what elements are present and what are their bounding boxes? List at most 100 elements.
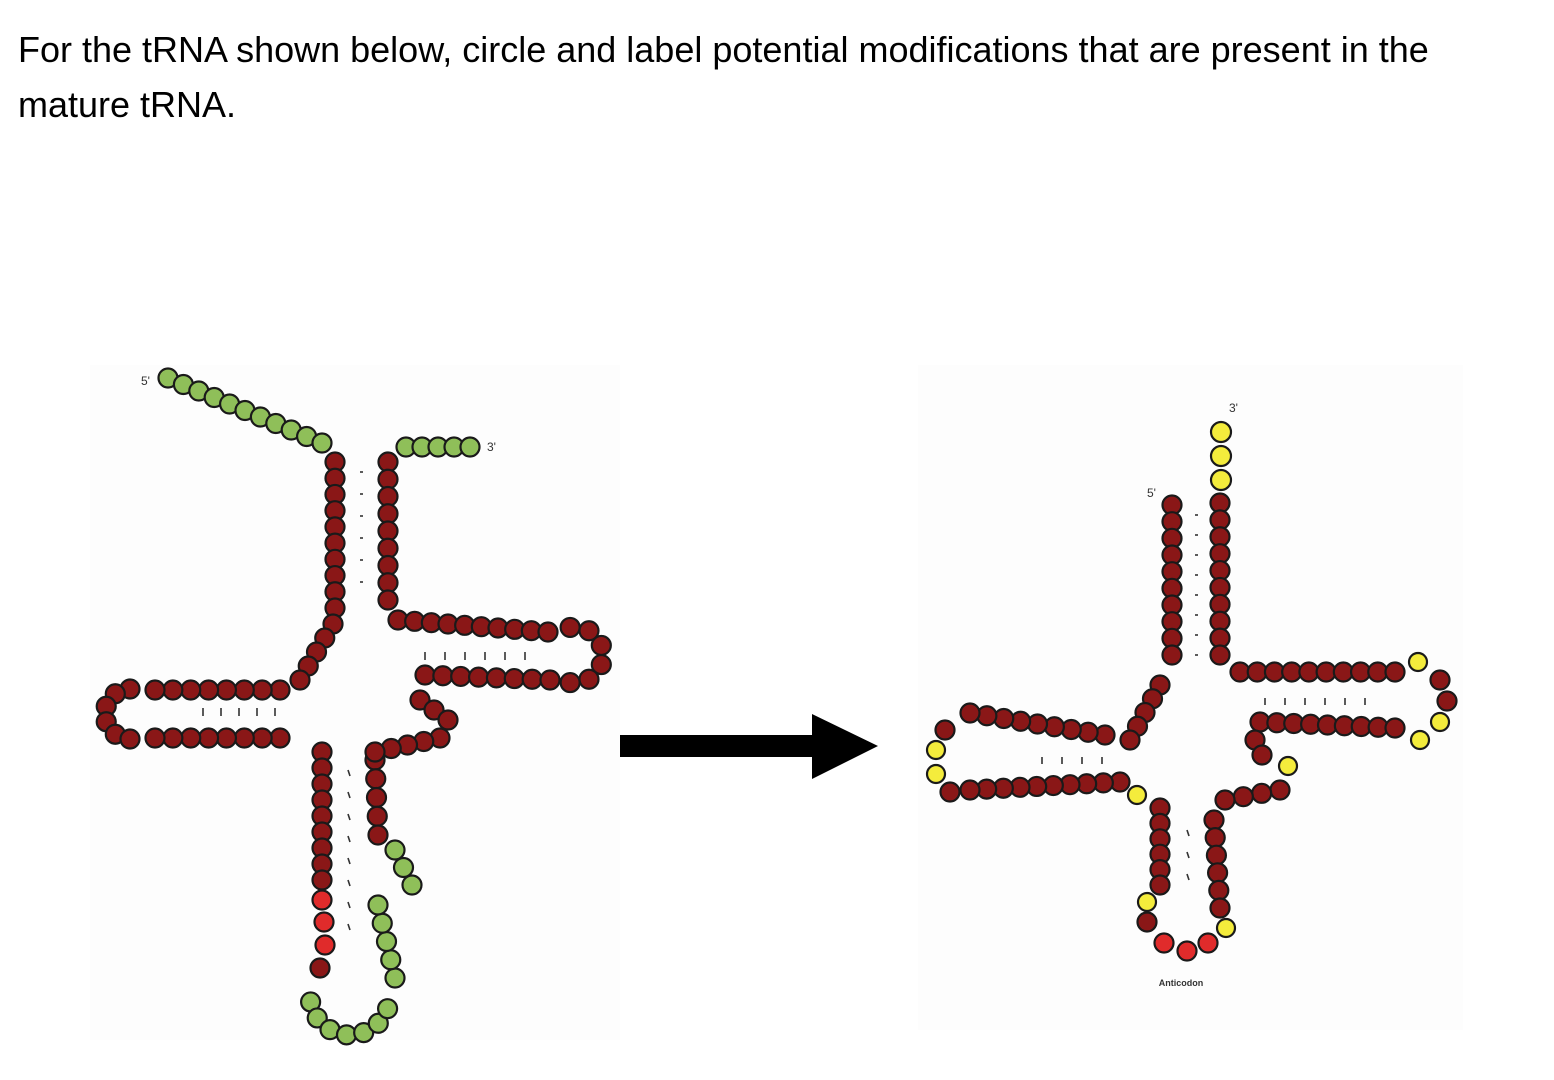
cca-nucleotide <box>1209 420 1233 444</box>
intron-nucleotide <box>335 1024 358 1046</box>
anticodon-stem-nucleotide <box>1209 897 1231 919</box>
base-pair-bond <box>1186 873 1190 881</box>
anticodon-stem-nucleotide <box>367 824 389 846</box>
acceptor-stem-nucleotide <box>1161 644 1183 666</box>
precursor-trna-panel <box>90 365 620 1040</box>
t-arm-nucleotide <box>537 621 559 643</box>
anticodon-nucleotide <box>1153 932 1175 954</box>
mature-trna-panel <box>918 365 1463 1030</box>
t-arm-nucleotide <box>467 666 490 688</box>
t-arm-nucleotide <box>1384 717 1406 739</box>
d-arm-nucleotide <box>215 679 238 701</box>
intron-nucleotide <box>384 839 406 861</box>
anticodon-stem-nucleotide <box>1205 844 1228 866</box>
acceptor-stem-nucleotide <box>1209 644 1231 666</box>
anticodon-nucleotide <box>313 911 335 933</box>
t-arm-nucleotide <box>450 665 472 688</box>
d-arm-nucleotide <box>197 679 220 701</box>
base-pair-bond <box>347 879 351 887</box>
variable-loop-nucleotide <box>1214 789 1236 811</box>
t-arm-nucleotide <box>503 667 525 690</box>
d-arm-nucleotide <box>162 727 184 749</box>
t-arm-nucleotide <box>432 665 454 687</box>
trailer-nucleotide <box>459 436 481 458</box>
t-loop-nucleotide <box>578 668 600 690</box>
intron-nucleotide <box>384 967 406 989</box>
t-loop-nucleotide <box>559 616 581 639</box>
t-loop-nucleotide <box>559 671 581 694</box>
intron-nucleotide <box>401 874 423 896</box>
precursor-trna <box>95 367 612 1046</box>
anticodon-stem-nucleotide <box>309 957 331 979</box>
t-arm-nucleotide <box>1384 661 1406 683</box>
leader-nucleotide <box>311 432 333 454</box>
t-arm-nucleotide <box>485 667 508 689</box>
anticodon-stem-nucleotide <box>1204 826 1226 849</box>
acceptor-stem-nucleotide <box>377 451 399 473</box>
t-loop-nucleotide <box>1436 690 1458 712</box>
intron-nucleotide <box>353 1021 375 1044</box>
anticodon-label: Anticodon <box>1159 978 1204 988</box>
anticodon-stem-nucleotide <box>1208 879 1230 902</box>
t-arm-nucleotide <box>521 668 543 690</box>
d-arm-nucleotide <box>233 727 255 749</box>
modified-nucleotide <box>1126 784 1148 806</box>
intron-nucleotide <box>371 912 393 934</box>
d-loop-nucleotide <box>934 719 956 741</box>
t-loop-nucleotide <box>578 620 600 642</box>
modified-nucleotide <box>1409 729 1431 751</box>
linker-nucleotide <box>1119 729 1141 751</box>
intron-nucleotide <box>376 998 399 1020</box>
anticodon-nucleotide <box>314 934 336 956</box>
intron-nucleotide <box>380 949 402 971</box>
intron-nucleotide <box>306 1007 328 1029</box>
variable-loop-nucleotide <box>364 741 386 763</box>
variable-loop-nucleotide <box>423 699 445 721</box>
base-pair-bond <box>347 901 351 909</box>
t-arm-nucleotide <box>539 669 561 691</box>
d-arm-nucleotide <box>959 702 981 724</box>
base-pair-bond <box>1186 851 1190 859</box>
intron-nucleotide <box>392 856 415 879</box>
acceptor-stem-nucleotide <box>377 589 399 611</box>
anticodon-nucleotide <box>1176 940 1198 962</box>
t-loop-nucleotide <box>590 653 612 676</box>
anticodon-stem-nucleotide <box>365 786 388 809</box>
d-arm-nucleotide <box>251 679 273 701</box>
d-loop-nucleotide <box>119 728 141 750</box>
d-arm-nucleotide <box>197 727 220 749</box>
base-pair-bond <box>1186 829 1190 837</box>
mature-5prime-label: 5' <box>1147 486 1156 500</box>
cca-nucleotide <box>1209 468 1233 492</box>
d-arm-nucleotide <box>269 679 291 701</box>
variable-loop-nucleotide <box>1251 782 1273 804</box>
d-arm-nucleotide <box>233 679 255 701</box>
base-pair-bond <box>347 923 351 931</box>
modified-nucleotide <box>1429 711 1451 733</box>
anticodon-loop-nucleotide <box>1136 911 1158 933</box>
anticodon-stem-nucleotide <box>1149 874 1171 896</box>
variable-loop-nucleotide <box>1232 786 1254 808</box>
modified-nucleotide <box>1277 755 1299 777</box>
anticodon-nucleotide <box>311 889 333 911</box>
mature-3prime-label: 3' <box>1229 401 1238 415</box>
variable-loop-nucleotide <box>409 689 431 711</box>
variable-loop-nucleotide <box>1251 744 1273 766</box>
anticodon-nucleotide <box>1197 932 1219 954</box>
acceptor-stem-nucleotide <box>377 468 399 490</box>
intron-nucleotide <box>367 1012 389 1034</box>
linker-nucleotide <box>289 669 311 691</box>
d-arm-nucleotide <box>180 679 202 701</box>
base-pair-bond <box>347 769 351 777</box>
acceptor-stem-nucleotide <box>377 485 399 508</box>
d-arm-nucleotide <box>251 727 273 749</box>
t-loop-nucleotide <box>590 634 612 657</box>
d-arm-nucleotide <box>269 727 291 749</box>
anticodon-stem-nucleotide <box>365 768 387 790</box>
modified-nucleotide <box>1136 891 1158 913</box>
precursor-5prime-label: 5' <box>141 374 150 388</box>
d-arm-nucleotide <box>144 679 166 701</box>
processing-arrow <box>620 714 878 779</box>
t-loop-nucleotide <box>1429 669 1451 691</box>
variable-loop-nucleotide <box>1269 779 1291 801</box>
